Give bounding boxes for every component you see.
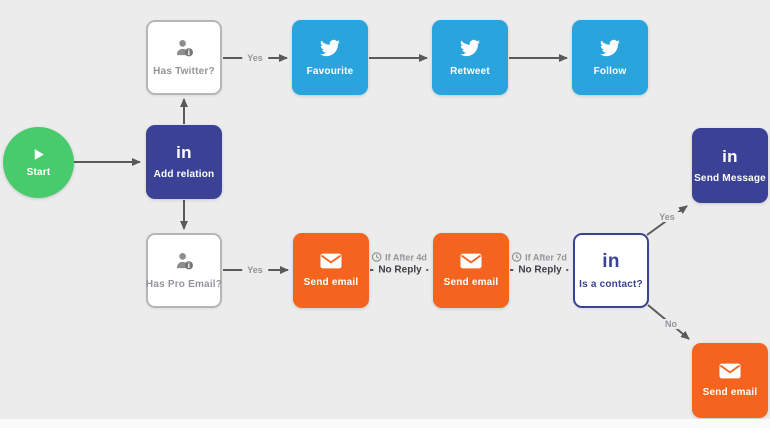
envelope-icon (719, 363, 741, 379)
contact-info-icon: i (174, 252, 195, 271)
node-has-twitter[interactable]: i Has Twitter? (146, 20, 222, 95)
node-label: Send email (443, 277, 499, 288)
edge-label-yes: Yes (654, 212, 680, 222)
clock-icon (371, 252, 382, 263)
envelope-icon (460, 253, 482, 269)
svg-text:i: i (187, 47, 189, 56)
twitter-icon (600, 38, 620, 58)
node-is-a-contact[interactable]: in Is a contact? (573, 233, 649, 308)
edge-label-wait-condition[interactable]: If After 4d (366, 252, 432, 263)
node-label: Has Pro Email? (145, 278, 223, 290)
node-favourite[interactable]: Favourite (292, 20, 368, 95)
edge-label-yes: Yes (242, 265, 268, 275)
node-retweet[interactable]: Retweet (432, 20, 508, 95)
node-send-email[interactable]: Send email (692, 343, 768, 418)
node-follow[interactable]: Follow (572, 20, 648, 95)
wait-label: If After 4d (385, 252, 427, 262)
edge-label-wait-condition[interactable]: If After 7d (506, 252, 572, 263)
node-send-email[interactable]: Send email (433, 233, 509, 308)
node-label: Follow (593, 66, 627, 77)
play-icon (31, 147, 46, 162)
node-label: Retweet (450, 66, 490, 77)
envelope-icon (320, 253, 342, 269)
edge-label-yes: Yes (242, 53, 268, 63)
node-label: Send email (303, 277, 359, 288)
contact-info-icon: i (174, 39, 195, 58)
wait-label: If After 7d (525, 252, 567, 262)
twitter-icon (460, 38, 480, 58)
node-label: Has Twitter? (153, 65, 215, 77)
edge-label-no-reply[interactable]: No Reply (513, 264, 567, 276)
node-add-relation[interactable]: in Add relation (146, 125, 222, 199)
svg-text:i: i (187, 260, 189, 269)
node-label: Send email (702, 387, 758, 398)
edge-label-no: No (660, 319, 682, 329)
node-send-message[interactable]: in Send Message (692, 128, 768, 203)
node-label: Start (26, 167, 51, 178)
twitter-icon (320, 38, 340, 58)
edge-label-no-reply[interactable]: No Reply (373, 264, 427, 276)
linkedin-icon: in (722, 146, 738, 166)
node-label: Favourite (306, 66, 354, 77)
node-has-pro-email[interactable]: i Has Pro Email? (146, 233, 222, 308)
clock-icon (511, 252, 522, 263)
node-label: Add relation (153, 169, 215, 180)
node-label: Send Message (694, 172, 766, 184)
node-label: Is a contact? (579, 278, 643, 290)
linkedin-icon: in (602, 250, 620, 272)
canvas-bottom-edge (0, 419, 770, 428)
node-send-email[interactable]: Send email (293, 233, 369, 308)
linkedin-icon: in (176, 143, 192, 162)
node-start[interactable]: Start (3, 127, 74, 198)
